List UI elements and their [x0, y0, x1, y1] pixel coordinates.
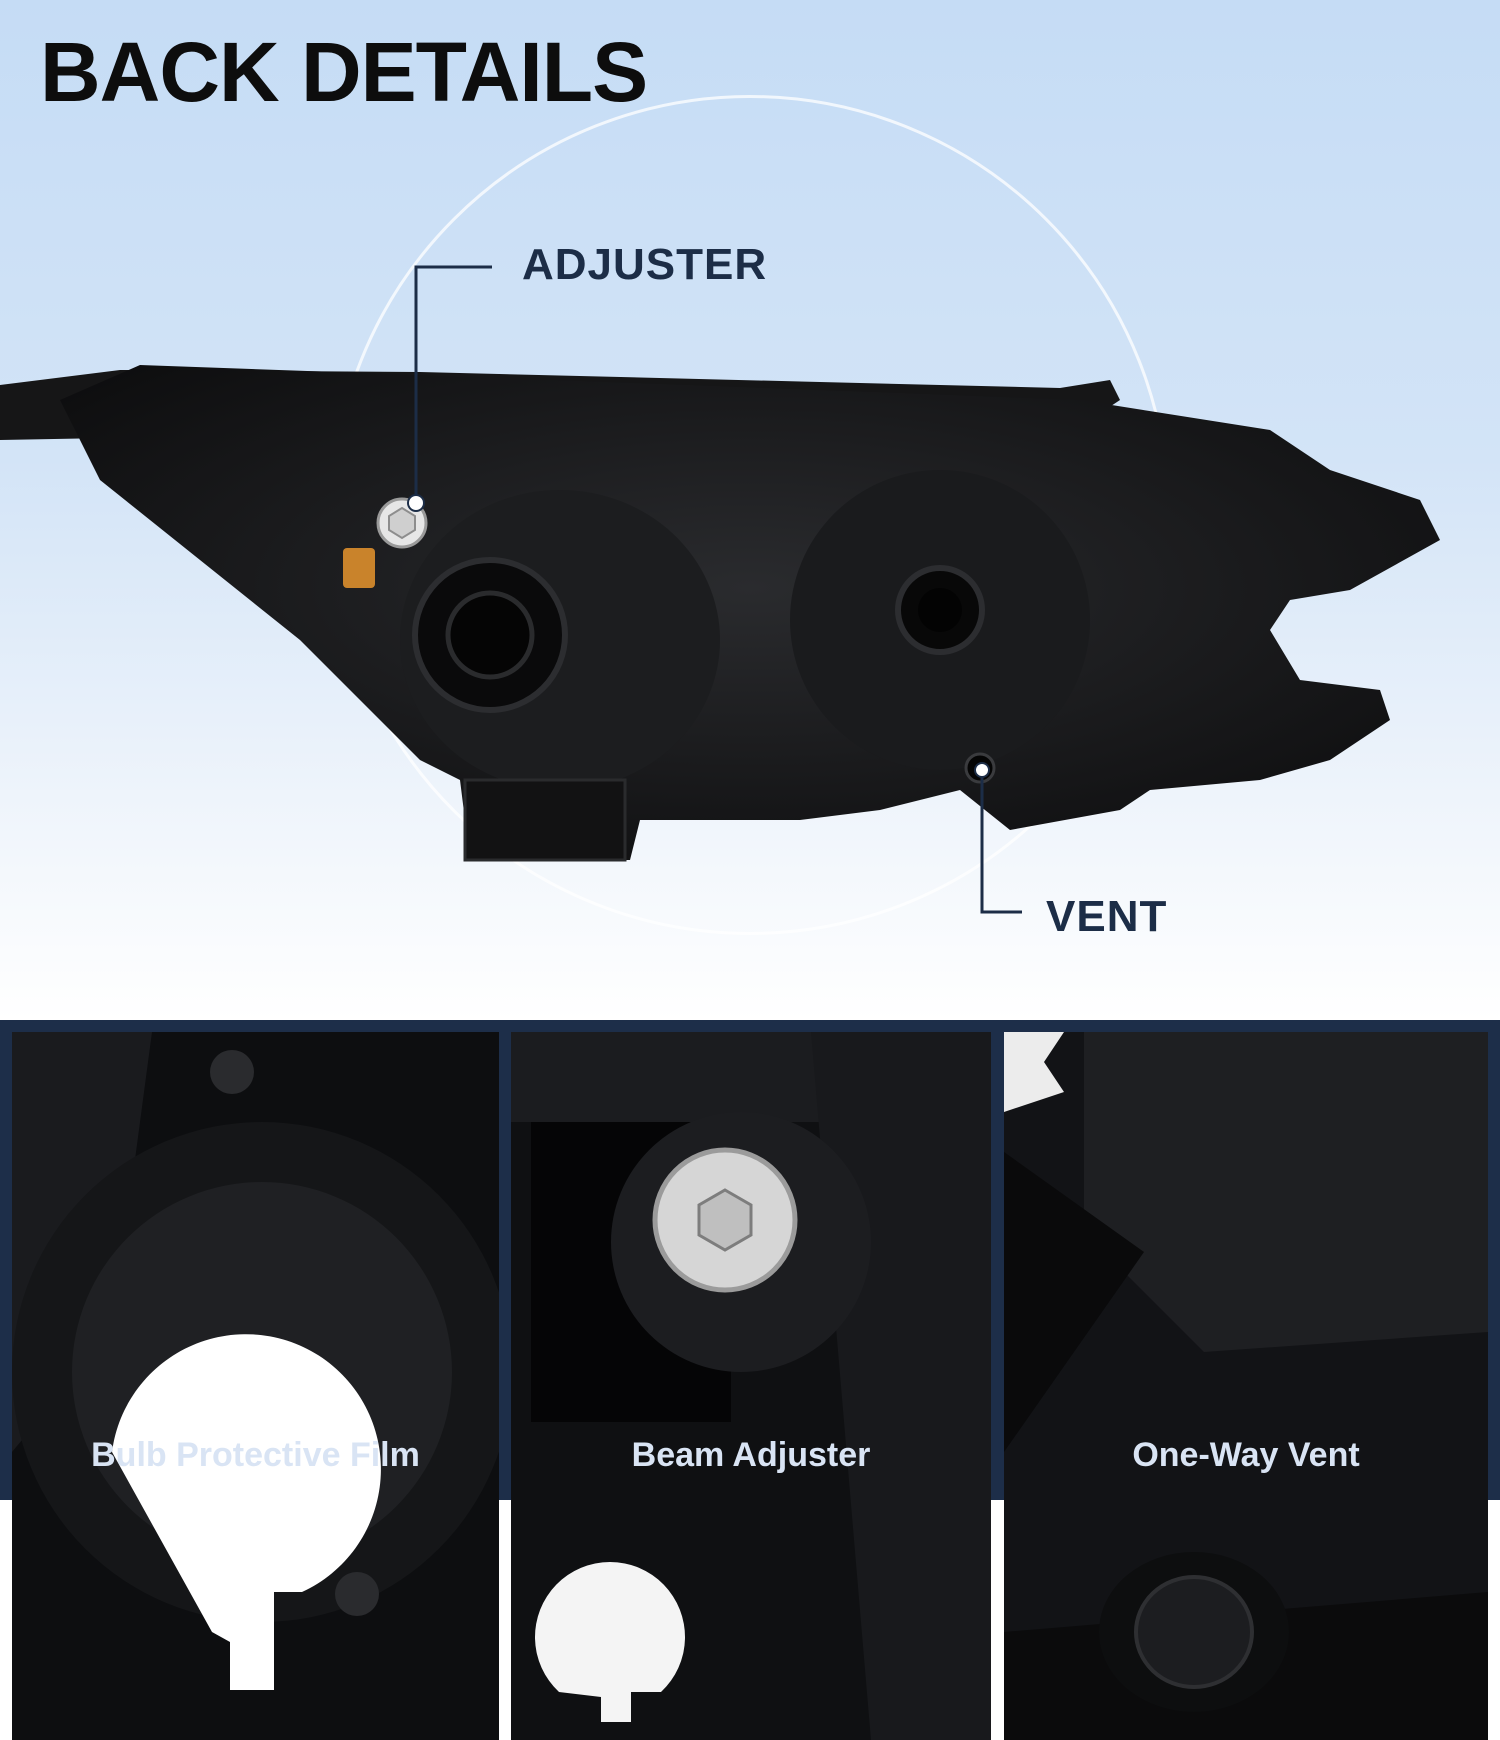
detail-band: Bulb Protective Film Beam Adjuster One-W… — [0, 1020, 1500, 1740]
caption-one-way-vent: One-Way Vent — [1132, 1436, 1360, 1474]
detail-panel-bulb-film — [12, 1032, 499, 1740]
headlight-rear-image — [0, 365, 1440, 862]
hero-section: BACK DETAILS ADJ — [0, 0, 1500, 1020]
caption-beam-adjuster: Beam Adjuster — [631, 1436, 871, 1474]
vent-callout-line — [974, 762, 1022, 914]
vent-callout-label: VENT — [1046, 892, 1168, 941]
adjuster-callout-label: ADJUSTER — [522, 240, 768, 289]
page-title: BACK DETAILS — [40, 25, 648, 119]
caption-bulb-film: Bulb Protective Film — [91, 1436, 420, 1474]
adjuster-callout-line — [407, 265, 492, 512]
detail-panel-beam-adjuster — [511, 1032, 991, 1740]
detail-panel-one-way-vent — [1004, 1032, 1488, 1740]
